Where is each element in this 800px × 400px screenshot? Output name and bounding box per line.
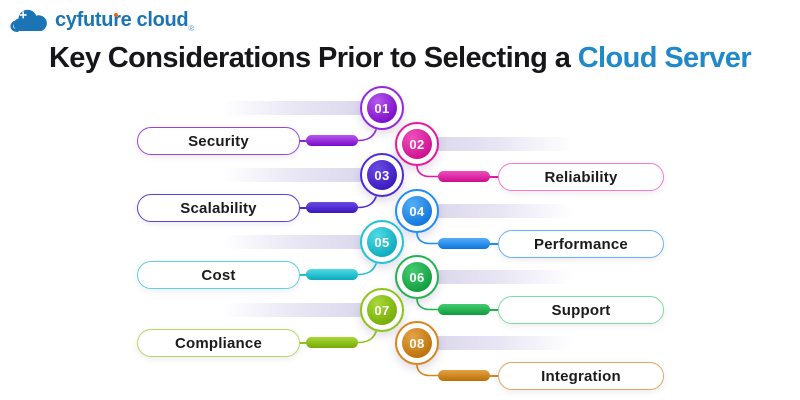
item-label: Compliance (174, 334, 263, 352)
item-label: Reliability (544, 168, 618, 186)
label-pill: Support (498, 296, 664, 324)
connector-curve (357, 331, 377, 344)
fade-streak (222, 168, 384, 182)
item-label: Integration (541, 367, 621, 385)
connector-capsule (438, 238, 490, 249)
page-title: Key Considerations Prior to Selecting a … (0, 42, 800, 75)
brand-secondary: cloud (136, 9, 189, 31)
label-pill: Reliability (498, 163, 664, 191)
connector-line (297, 274, 307, 276)
connector-curve (357, 263, 377, 276)
brand-accent-dot (114, 13, 118, 17)
connector-line (489, 243, 499, 245)
number-badge: 02 (395, 122, 439, 166)
label-pill: Cost (137, 261, 300, 289)
fade-streak (415, 137, 573, 151)
connector-capsule (438, 370, 490, 381)
registered-mark: ® (188, 24, 194, 33)
connector-curve (416, 364, 440, 377)
item-number: 03 (367, 160, 397, 190)
connector-line (489, 176, 499, 178)
cloud-logo-icon (10, 9, 47, 33)
item-number: 06 (402, 262, 432, 292)
item-label: Support (551, 301, 611, 319)
number-badge: 06 (395, 255, 439, 299)
item-number: 08 (402, 328, 432, 358)
label-pill: Compliance (137, 329, 300, 357)
title-text: Key Considerations Prior to Selecting a (48, 42, 571, 74)
connector-line (297, 140, 307, 142)
item-label: Performance (534, 235, 628, 253)
label-pill: Security (137, 127, 300, 155)
connector-line (489, 375, 499, 377)
connector-capsule (438, 171, 490, 182)
connector-curve (357, 196, 377, 209)
brand-primary: cyfuture (55, 9, 132, 31)
fade-streak (415, 204, 573, 218)
number-badge: 05 (360, 220, 404, 264)
connector-line (489, 309, 499, 311)
item-number: 07 (367, 295, 397, 325)
connector-capsule (438, 304, 490, 315)
fade-streak (222, 235, 384, 249)
item-number: 02 (402, 129, 432, 159)
fade-streak (415, 336, 573, 350)
fade-streak (222, 303, 384, 317)
title-highlight: Cloud Server (577, 42, 752, 74)
label-pill: Scalability (137, 194, 300, 222)
item-label: Cost (201, 266, 236, 284)
item-label: Security (188, 132, 249, 150)
connector-curve (416, 232, 440, 245)
item-label: Scalability (180, 199, 257, 217)
connector-line (297, 207, 307, 209)
number-badge: 01 (360, 86, 404, 130)
fade-streak (222, 101, 384, 115)
number-badge: 08 (395, 321, 439, 365)
connector-curve (416, 165, 440, 178)
label-pill: Integration (498, 362, 664, 390)
connector-capsule (306, 337, 358, 348)
item-number: 05 (367, 227, 397, 257)
connector-capsule (306, 269, 358, 280)
item-number: 04 (402, 196, 432, 226)
item-number: 01 (367, 93, 397, 123)
connector-curve (416, 298, 440, 311)
label-pill: Performance (498, 230, 664, 258)
connector-curve (357, 129, 377, 142)
connector-line (297, 342, 307, 344)
fade-streak (415, 270, 573, 284)
connector-capsule (306, 202, 358, 213)
connector-capsule (306, 135, 358, 146)
number-badge: 03 (360, 153, 404, 197)
number-badge: 04 (395, 189, 439, 233)
number-badge: 07 (360, 288, 404, 332)
